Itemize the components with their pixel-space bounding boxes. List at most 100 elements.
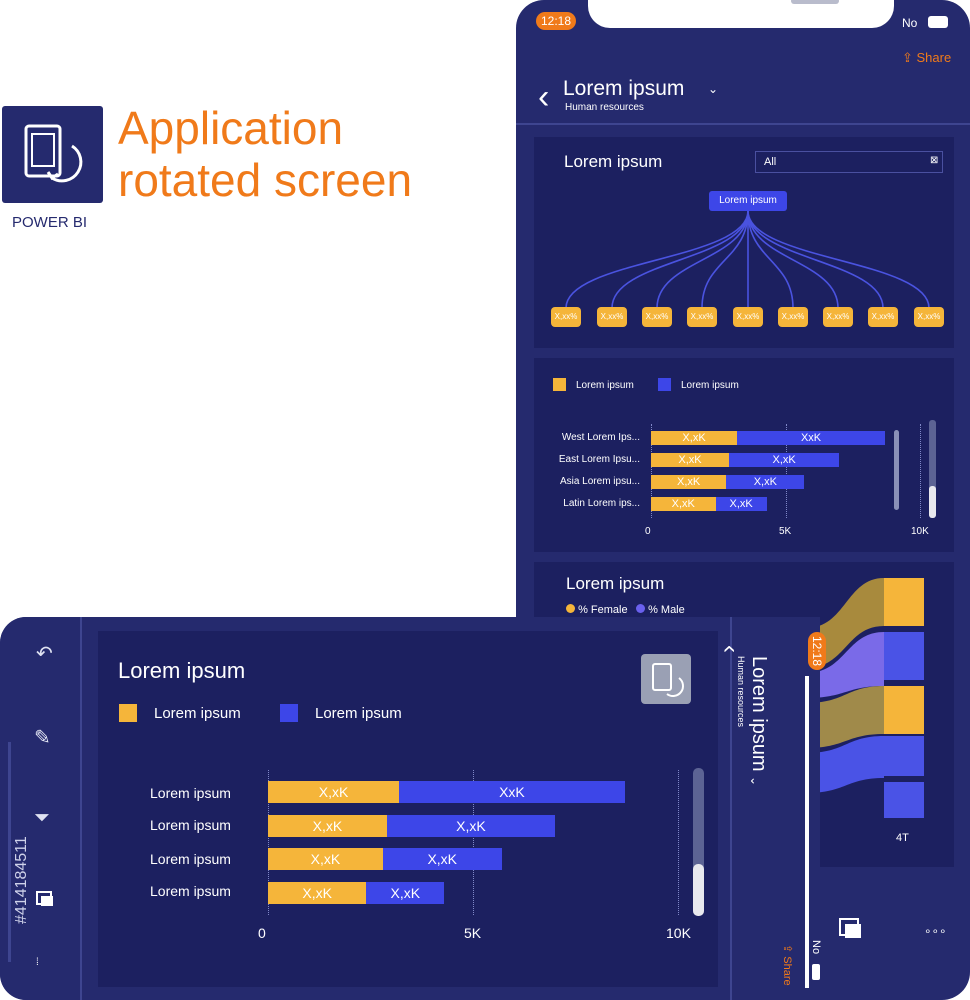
more-icon[interactable]: ∘∘∘ <box>924 924 947 938</box>
watermark-id: #414184511 <box>13 836 30 924</box>
filter-icon[interactable]: ⏷ <box>34 807 50 829</box>
x-tick: 10K <box>911 526 929 537</box>
gridline <box>651 424 652 518</box>
decomp-leaf[interactable]: X,xx% <box>687 307 717 327</box>
filter-select[interactable]: All ⊠ <box>755 151 943 173</box>
bar-segment-a[interactable]: X,xK <box>268 848 383 870</box>
sankey-legend-female: % Female <box>566 604 628 616</box>
gridline <box>473 770 474 915</box>
chevron-down-icon[interactable]: ⌄ <box>748 776 762 787</box>
bar-segment-b[interactable]: X,xK <box>729 453 840 467</box>
landscape-share-button[interactable]: ⇪ Share <box>781 944 794 986</box>
share-label: Share <box>916 50 952 65</box>
x-tick: 5K <box>779 526 792 537</box>
chevron-down-icon[interactable]: ⌄ <box>708 82 719 96</box>
rotate-screen-button[interactable] <box>641 654 691 704</box>
decomp-leaf[interactable]: X,xx% <box>642 307 672 327</box>
brand-subtitle: POWER BI <box>12 214 88 231</box>
legend-label-b: Lorem ipsum <box>681 380 739 391</box>
landscape-chart-title: Lorem ipsum <box>118 658 246 683</box>
status-time: 12:18 <box>536 12 576 30</box>
decomp-leaf[interactable]: X,xx% <box>597 307 627 327</box>
undo-icon[interactable]: ↶ <box>36 643 53 665</box>
bar-segment-b[interactable]: X,xK <box>382 848 502 870</box>
report-title[interactable]: Lorem ipsum <box>563 77 685 100</box>
back-icon[interactable]: ‹ <box>538 78 550 116</box>
page-headline: Application rotated screen <box>118 102 478 206</box>
legend-swatch-a <box>119 704 137 722</box>
back-icon[interactable]: ‹ <box>717 645 744 653</box>
bar-row-label: Lorem ipsum <box>150 883 231 899</box>
legend-female-label: % Female <box>578 604 628 616</box>
bar-segment-b[interactable]: X,xK <box>726 475 805 489</box>
rail-divider <box>8 742 11 962</box>
clear-filter-icon[interactable]: ⊠ <box>930 155 939 166</box>
bar-segment-a[interactable]: X,xK <box>651 475 727 489</box>
decomp-leaf[interactable]: X,xx% <box>778 307 808 327</box>
share-label: Share <box>781 956 793 986</box>
decomp-leaf[interactable]: X,xx% <box>868 307 898 327</box>
bar-row-label: Lorem ipsum <box>150 817 231 833</box>
bar-segment-a[interactable]: X,xK <box>651 431 738 445</box>
sankey-flows <box>806 578 924 818</box>
rotate-tablet-icon <box>24 124 83 183</box>
bar-row-label: Asia Lorem ipsu... <box>559 476 640 487</box>
bar-segment-b[interactable]: XxK <box>399 781 625 803</box>
share-icon: ⇪ <box>781 944 793 957</box>
legend-swatch-a <box>553 378 566 391</box>
bar-segment-a[interactable]: X,xK <box>651 453 729 467</box>
landscape-chart-card <box>98 631 718 987</box>
x-tick: 10K <box>666 925 691 941</box>
bar-segment-a[interactable]: X,xK <box>268 814 387 837</box>
share-icon: ⇪ <box>902 50 917 65</box>
decomp-leaf[interactable]: X,xx% <box>914 307 944 327</box>
copy-icon[interactable] <box>36 891 54 909</box>
landscape-report-subtitle: Human resources <box>736 656 746 728</box>
decomp-leaf[interactable]: X,xx% <box>551 307 581 327</box>
female-dot <box>566 604 575 613</box>
decomp-leaf[interactable]: X,xx% <box>733 307 763 327</box>
more-icon[interactable]: ⁞ <box>36 957 39 968</box>
gridline <box>268 770 269 915</box>
gridline <box>920 424 921 518</box>
report-subtitle: Human resources <box>565 102 644 113</box>
landscape-edge <box>805 676 809 988</box>
scroll-track[interactable] <box>894 430 899 510</box>
pin-icon[interactable]: ✎ <box>34 727 51 749</box>
status-no: No <box>902 16 918 30</box>
legend-label-b: Lorem ipsum <box>315 705 402 722</box>
x-tick: 0 <box>645 526 651 537</box>
x-tick: 0 <box>258 925 266 941</box>
bar-row-label: West Lorem Ips... <box>561 432 640 443</box>
decomp-root-node[interactable]: Lorem ipsum <box>709 191 787 211</box>
battery-icon <box>928 16 948 28</box>
legend-label-a: Lorem ipsum <box>154 705 241 722</box>
bar-segment-a[interactable]: X,xK <box>268 881 367 904</box>
bar-segment-a[interactable]: X,xK <box>268 781 400 803</box>
sankey-title: Lorem ipsum <box>566 574 665 593</box>
bar-segment-b[interactable]: X,xK <box>715 497 767 511</box>
decomp-links <box>565 210 930 309</box>
power-bi-logo-tile <box>2 106 103 203</box>
landscape-report-title[interactable]: Lorem ipsum <box>748 656 770 772</box>
copy-icon[interactable] <box>839 918 863 940</box>
bar-row-label: Lorem ipsum <box>150 785 231 801</box>
landscape-status-time: 12:18 <box>808 632 826 670</box>
scrollbar[interactable] <box>929 420 936 518</box>
scrollbar[interactable] <box>693 768 704 916</box>
legend-swatch-b <box>280 704 298 722</box>
bar-row-label: East Lorem Ipsu... <box>558 454 640 465</box>
bar-row-label: Lorem ipsum <box>150 851 231 867</box>
legend-male-label: % Male <box>648 604 685 616</box>
bar-segment-b[interactable]: X,xK <box>366 881 445 904</box>
bar-segment-b[interactable]: X,xK <box>386 814 555 837</box>
scroll-thumb[interactable] <box>693 864 704 916</box>
bar-segment-b[interactable]: XxK <box>737 431 886 445</box>
share-button[interactable]: ⇪ Share <box>902 50 951 66</box>
landscape-phone: ↶ ✎ ⏷ ⁞ <box>0 617 820 1000</box>
bar-segment-a[interactable]: X,xK <box>651 497 716 511</box>
gridline <box>678 770 679 915</box>
legend-swatch-b <box>658 378 671 391</box>
scroll-thumb[interactable] <box>929 486 936 518</box>
decomp-leaf[interactable]: X,xx% <box>823 307 853 327</box>
